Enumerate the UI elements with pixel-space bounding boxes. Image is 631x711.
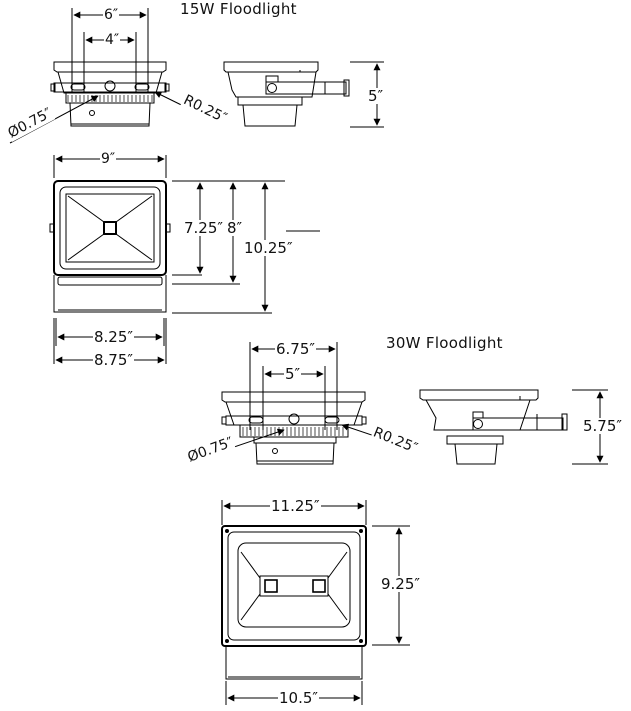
15w-body-height: 8″ — [226, 219, 244, 237]
15w-bracket-width: 8.25″ — [93, 328, 135, 346]
30w-width-top: 11.25″ — [270, 497, 321, 515]
15w-profile-height: 5″ — [367, 87, 385, 105]
15w-bolt-spacing-inner: 4″ — [104, 32, 121, 48]
15w-total-height: 10.25″ — [243, 239, 294, 257]
15w-side-view — [9, 8, 221, 144]
30w-title: 30W Floodlight — [386, 334, 503, 352]
15w-bolt-spacing-outer: 6″ — [103, 7, 120, 23]
30w-front-view — [221, 500, 410, 705]
15w-profile-view — [223, 61, 384, 128]
15w-overall-width: 8.75″ — [93, 351, 135, 369]
30w-profile-view — [419, 389, 608, 465]
15w-title: 15W Floodlight — [180, 0, 297, 18]
30w-bolt-spacing-outer: 6.75″ — [275, 340, 317, 358]
15w-lens-height: 7.25″ — [183, 219, 225, 237]
30w-bolt-spacing-inner: 5″ — [284, 365, 302, 383]
30w-body-height: 9.25″ — [380, 575, 422, 593]
15w-width-top: 9″ — [100, 151, 117, 167]
30w-bracket-width: 10.5″ — [278, 689, 320, 707]
15w-front-view — [49, 155, 320, 364]
30w-profile-height: 5.75″ — [582, 417, 624, 435]
